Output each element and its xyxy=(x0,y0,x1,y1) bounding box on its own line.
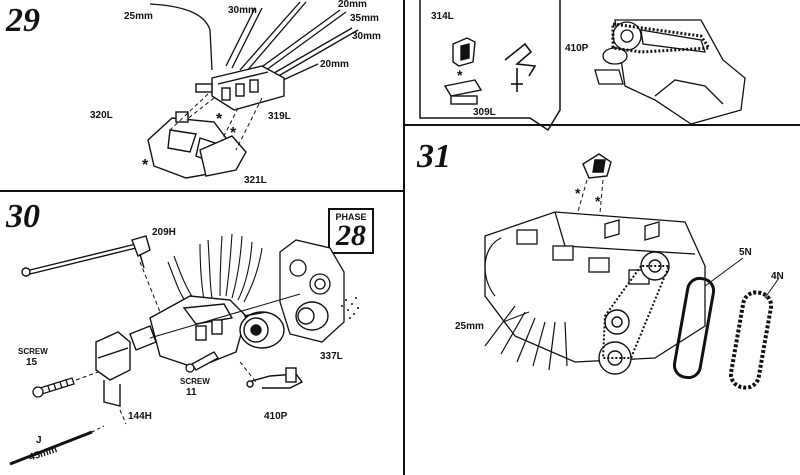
engine-detail-drawing xyxy=(594,19,746,124)
step-31-illustration: * * xyxy=(484,153,780,390)
cylinder-337 xyxy=(239,301,329,349)
timing-belt-on-engine xyxy=(601,265,671,359)
belt-5n xyxy=(672,276,716,380)
connector-block-319 xyxy=(195,65,285,111)
label-30mm-top: 30mm xyxy=(228,5,257,16)
step-29-panel: 29 xyxy=(0,0,403,190)
step-30-number: 30 xyxy=(6,198,40,235)
label-25mm: 25mm xyxy=(124,11,153,22)
screw-11 xyxy=(185,351,219,373)
glue-marks-29: * * * xyxy=(142,111,237,174)
engine-block-31 xyxy=(484,211,706,363)
leader-lines-31 xyxy=(502,257,780,323)
bracket-drawing xyxy=(504,42,537,92)
phase-number: 28 xyxy=(336,219,366,252)
cable-45mm xyxy=(9,425,105,466)
step-31-panel: 31 * * xyxy=(405,126,800,475)
svg-text:*: * xyxy=(595,193,601,209)
part-309-label: 309L xyxy=(473,107,496,118)
part-4n-label: 4N xyxy=(771,271,784,282)
part-314-on-engine xyxy=(582,153,612,179)
part-321-label: 321L xyxy=(244,175,267,186)
step-29-number: 29 xyxy=(6,2,40,39)
svg-text:*: * xyxy=(575,185,581,201)
phase-badge: PHASE 28 xyxy=(328,208,374,254)
pulleys-31 xyxy=(598,251,670,375)
wires-30 xyxy=(167,233,263,305)
label-20mm-top: 20mm xyxy=(338,0,367,10)
coil-144 xyxy=(95,331,131,407)
inset-panel: * 314L 309L 410P xyxy=(405,0,800,124)
part-5n-label: 5N xyxy=(739,247,752,258)
divider-vertical xyxy=(403,0,405,475)
belt-4n xyxy=(728,290,774,390)
phase-word: PHASE xyxy=(335,212,367,222)
part-319-label: 319L xyxy=(268,111,291,122)
divider-horizontal-right xyxy=(404,124,800,126)
svg-text:*: * xyxy=(216,111,223,128)
wires-29 xyxy=(149,1,359,87)
divider-horizontal-left xyxy=(0,190,404,192)
distributor-assembly-30 xyxy=(129,295,247,369)
screw-15-word: SCREW xyxy=(18,347,48,356)
part-309-drawing xyxy=(443,79,483,105)
part-314-label: 314L xyxy=(431,11,454,22)
part-337-label: 337L xyxy=(320,351,343,362)
assembly-arrows-30 xyxy=(75,261,257,425)
screw-15-number: 15 xyxy=(26,357,38,368)
hoses-31 xyxy=(484,237,568,371)
label-25mm-31: 25mm xyxy=(455,321,484,332)
glue-marks-inset: * xyxy=(457,67,463,83)
glue-marks-31: * * xyxy=(575,185,601,209)
link-410 xyxy=(246,367,304,389)
part-320-label: 320L xyxy=(90,110,113,121)
screw-11-word: SCREW xyxy=(180,377,210,386)
svg-text:*: * xyxy=(142,157,149,174)
step-30-illustration xyxy=(9,233,359,466)
rotor-321 xyxy=(199,135,247,177)
part-410-label-inset: 410P xyxy=(565,43,589,54)
inset-illustration: * xyxy=(443,19,746,124)
part-314-drawing xyxy=(452,37,476,67)
step-30-panel: 30 PHASE 28 xyxy=(0,192,403,475)
screw-11-number: 11 xyxy=(186,387,197,398)
svg-text:*: * xyxy=(457,67,463,83)
screw-15 xyxy=(32,377,75,398)
svg-text:*: * xyxy=(230,125,237,142)
part-209-label: 209H xyxy=(152,227,176,238)
assembly-axis-30 xyxy=(149,293,301,339)
cable-j-label: J xyxy=(36,435,42,446)
step-29-illustration: * * * xyxy=(142,1,359,179)
part-144-label: 144H xyxy=(128,411,152,422)
label-20mm-right: 20mm xyxy=(320,59,349,70)
label-30mm-right: 30mm xyxy=(352,31,381,42)
assembly-arrows-29 xyxy=(169,93,263,151)
step-31-number: 31 xyxy=(417,138,451,175)
linkage-rod-209 xyxy=(21,235,151,277)
label-35mm: 35mm xyxy=(350,13,379,24)
part-410-label-30: 410P xyxy=(264,411,288,422)
stipple-30 xyxy=(341,297,359,319)
timing-belt-inset xyxy=(611,22,712,54)
